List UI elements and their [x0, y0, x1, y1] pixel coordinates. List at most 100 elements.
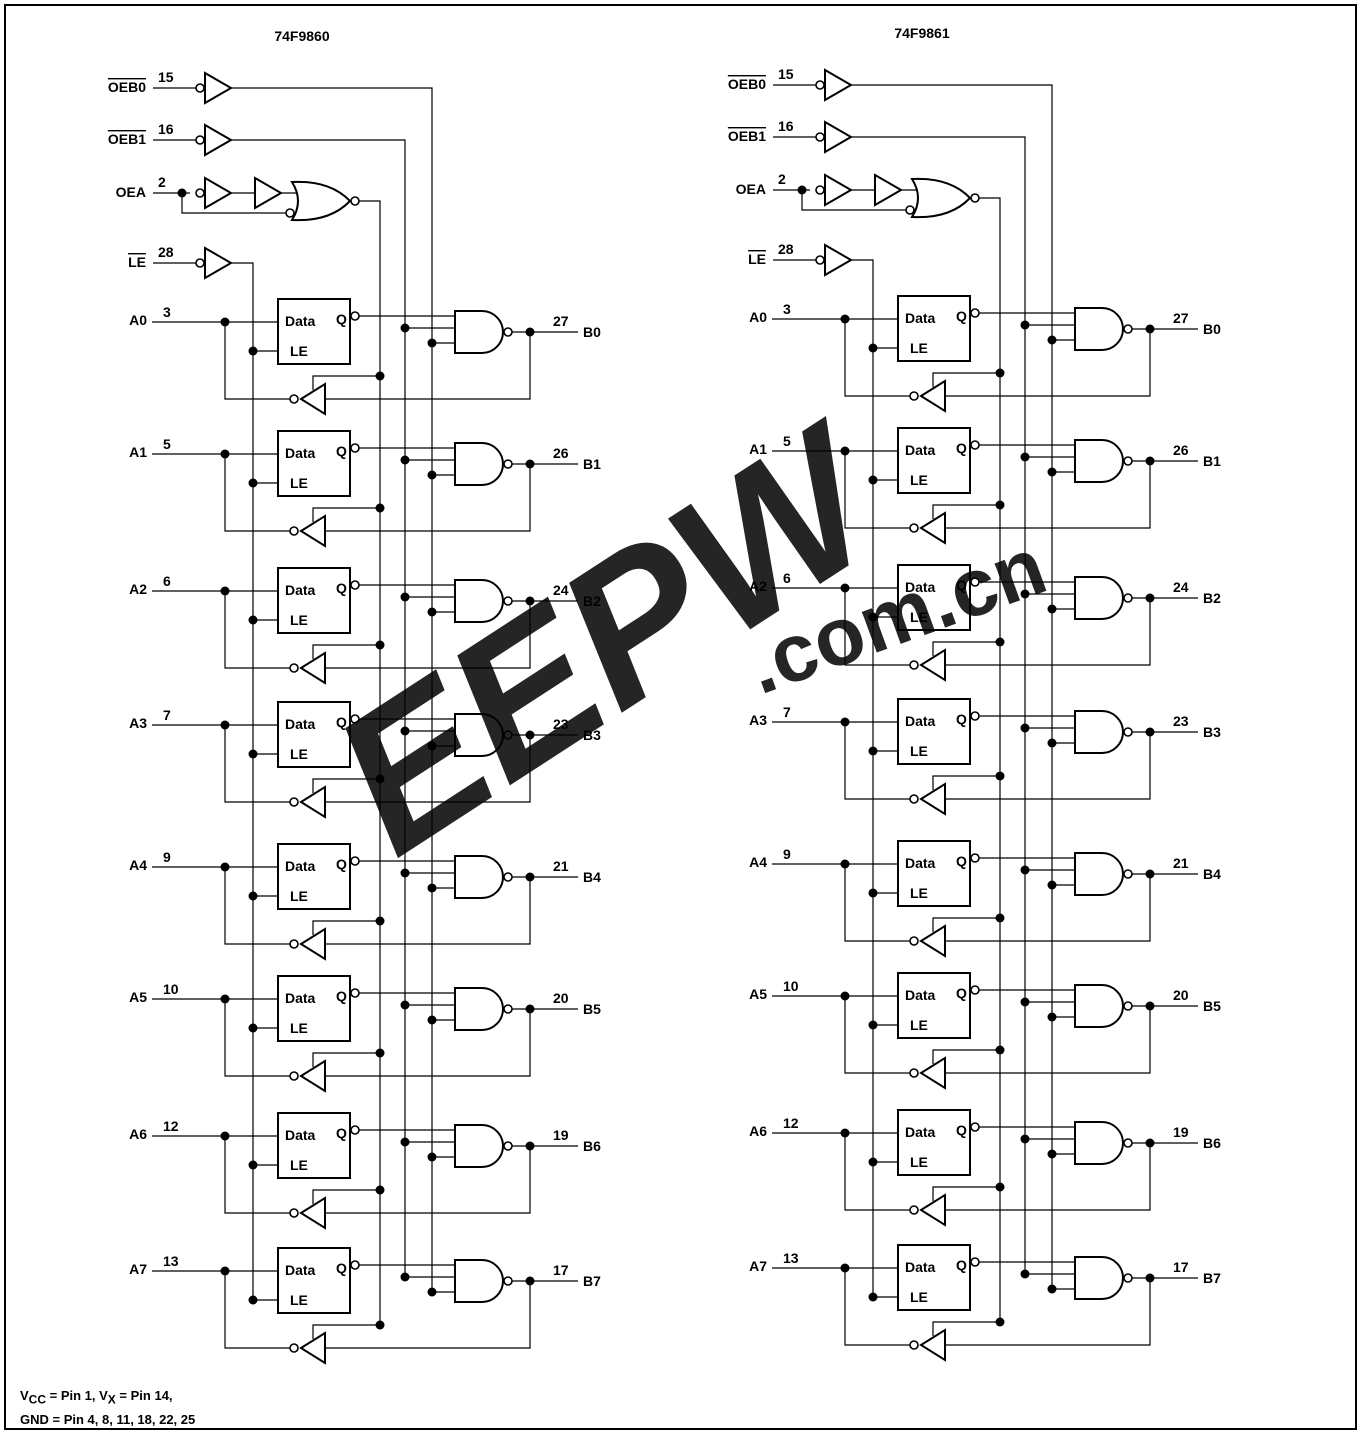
wire	[945, 1143, 1151, 1211]
junction-dot	[868, 888, 878, 898]
junction-dot	[1020, 1134, 1030, 1144]
latch-le-label: LE	[290, 1157, 308, 1173]
input-pin-number: 12	[163, 1118, 179, 1134]
return-buffer	[299, 1196, 326, 1230]
return-bubble	[909, 1205, 919, 1215]
control-pin-number: 2	[778, 171, 786, 187]
wire	[844, 996, 910, 1074]
input-label: A6	[129, 1126, 147, 1142]
junction-dot	[1047, 880, 1057, 890]
latch-q-label: Q	[956, 308, 967, 324]
wire	[312, 1052, 380, 1067]
output-pin-number: 27	[1173, 310, 1189, 326]
input-pin-number: 6	[783, 570, 791, 586]
le-bubble	[815, 255, 825, 265]
latch-q-bubble	[350, 443, 360, 453]
return-buffer	[299, 1059, 326, 1093]
latch-box	[897, 1109, 971, 1176]
junction-dot	[400, 726, 410, 736]
nand-output-bubble	[1123, 1273, 1133, 1283]
nand-output-bubble	[1123, 1138, 1133, 1148]
latch-le-label: LE	[290, 343, 308, 359]
latch-box	[277, 430, 351, 497]
nand-output-bubble	[503, 459, 513, 469]
junction-dot	[427, 470, 437, 480]
wire	[844, 1268, 910, 1346]
junction-dot	[427, 883, 437, 893]
oea-buffer-2	[254, 176, 284, 210]
junction-dot	[1020, 865, 1030, 875]
junction-dot	[1020, 997, 1030, 1007]
output-label: B2	[583, 593, 601, 609]
le-buffer	[204, 246, 234, 280]
output-label: B1	[1203, 453, 1221, 469]
nand-output-bubble	[503, 1004, 513, 1014]
input-pin-number: 13	[163, 1253, 179, 1269]
panel-title: 74F9861	[894, 25, 949, 41]
junction-dot	[995, 637, 1005, 647]
wire	[325, 735, 531, 803]
output-pin-number: 17	[1173, 1259, 1189, 1275]
wire	[325, 464, 531, 532]
output-pin-number: 23	[553, 716, 569, 732]
input-pin-number: 5	[783, 433, 791, 449]
return-buffer	[299, 1331, 326, 1365]
latch-box	[277, 843, 351, 910]
input-label: A0	[129, 312, 147, 328]
wire	[312, 920, 380, 935]
wire	[325, 1146, 531, 1214]
nor-output-bubble	[350, 196, 360, 206]
output-pin-number: 20	[1173, 987, 1189, 1003]
nor-input-bubble	[285, 208, 295, 218]
control-label-oea: OEA	[116, 184, 146, 200]
latch-data-label: Data	[285, 582, 316, 598]
wire	[224, 1271, 290, 1349]
output-pin-number: 26	[1173, 442, 1189, 458]
return-bubble	[289, 1208, 299, 1218]
control-label-oea: OEA	[736, 181, 766, 197]
output-pin-number: 26	[553, 445, 569, 461]
latch-q-bubble	[350, 856, 360, 866]
latch-q-label: Q	[336, 1125, 347, 1141]
junction-dot	[868, 1020, 878, 1030]
latch-le-label: LE	[290, 475, 308, 491]
nand-output-bubble	[503, 327, 513, 337]
wire	[932, 1049, 1000, 1064]
output-label: B5	[583, 1001, 601, 1017]
latch-box	[897, 840, 971, 907]
latch-le-label: LE	[290, 746, 308, 762]
input-pin-number: 7	[163, 707, 171, 723]
nand-gate	[1074, 1256, 1124, 1300]
latch-q-label: Q	[956, 440, 967, 456]
wire	[945, 461, 1151, 529]
latch-data-label: Data	[905, 855, 936, 871]
latch-data-label: Data	[905, 310, 936, 326]
oeb1-bubble	[195, 135, 205, 145]
input-label: A0	[749, 309, 767, 325]
output-label: B6	[1203, 1135, 1221, 1151]
output-pin-number: 17	[553, 1262, 569, 1278]
wire	[851, 259, 874, 1297]
input-pin-number: 9	[163, 849, 171, 865]
nand-gate	[1074, 576, 1124, 620]
latch-q-label: Q	[336, 443, 347, 459]
junction-dot	[868, 343, 878, 353]
oeb0-bubble	[195, 83, 205, 93]
oeb1-buffer	[824, 120, 854, 154]
wire	[932, 1321, 1000, 1336]
oeb1-bubble	[815, 132, 825, 142]
junction-dot	[868, 475, 878, 485]
wire	[224, 725, 290, 803]
latch-box	[897, 295, 971, 362]
latch-q-label: Q	[956, 711, 967, 727]
nor-gate	[910, 177, 972, 219]
input-label: A5	[749, 986, 767, 1002]
latch-q-bubble	[350, 580, 360, 590]
input-pin-number: 10	[163, 981, 179, 997]
latch-box	[897, 564, 971, 631]
oea-bubble	[815, 185, 825, 195]
junction-dot	[995, 1045, 1005, 1055]
return-buffer	[299, 927, 326, 961]
